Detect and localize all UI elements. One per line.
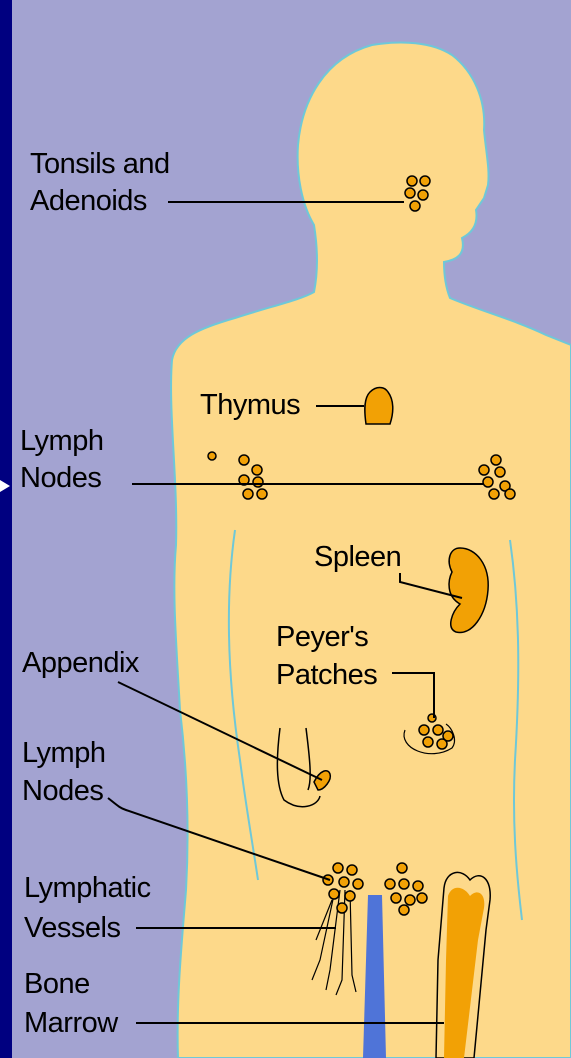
label-tonsils-line2: Adenoids: [30, 185, 147, 217]
label-peyers-line2: Patches: [276, 659, 377, 691]
label-lymph-nodes-upper-line1: Lymph: [20, 425, 103, 457]
label-thymus: Thymus: [200, 389, 300, 421]
label-lymph-nodes-upper-line2: Nodes: [20, 462, 101, 494]
label-lymphatic-line2: Vessels: [24, 912, 120, 944]
pointer-arrow-icon: [0, 480, 10, 492]
label-appendix: Appendix: [22, 647, 140, 679]
label-bone-marrow-line1: Bone: [24, 968, 90, 1000]
thymus-organ: [365, 388, 393, 425]
label-tonsils-line1: Tonsils and: [30, 148, 170, 180]
label-bone-marrow-line2: Marrow: [24, 1007, 119, 1039]
label-lymph-nodes-lower-line2: Nodes: [22, 775, 103, 807]
label-lymph-nodes-lower-line1: Lymph: [22, 737, 105, 769]
label-lymphatic-line1: Lymphatic: [24, 872, 151, 904]
label-peyers-line1: Peyer's: [276, 621, 368, 653]
label-spleen: Spleen: [314, 541, 401, 573]
